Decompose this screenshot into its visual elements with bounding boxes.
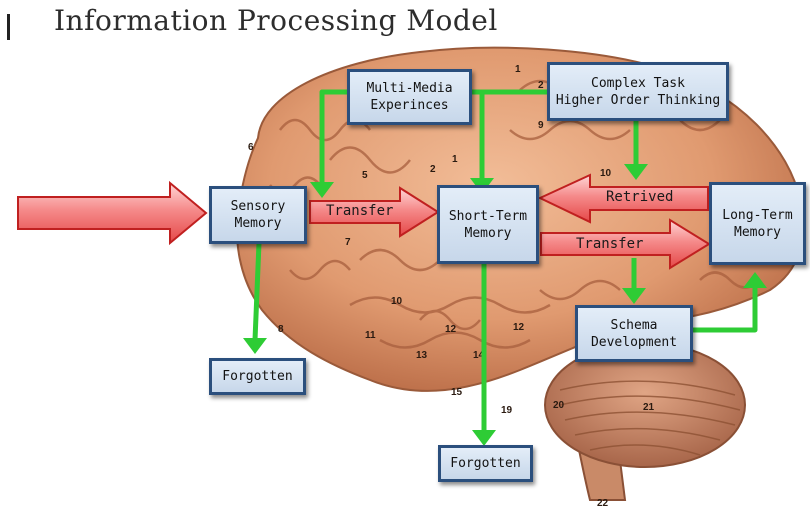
- transfer-label-1: Transfer: [326, 203, 394, 219]
- brain-region-number: 10: [600, 168, 612, 179]
- arrowhead: [624, 164, 648, 180]
- brain-region-numbers: 1 2 1 2 9 10 6 5 7 8 10 11 12 12 13 14 1…: [248, 64, 655, 509]
- brain-region-number: 12: [445, 324, 457, 335]
- brain-region-number: 9: [538, 120, 544, 131]
- brain-region-number: 2: [538, 80, 544, 91]
- schema-to-longterm-arrow: [693, 285, 758, 333]
- arrowhead: [743, 272, 767, 288]
- forgotten-node-left: Forgotten: [209, 358, 306, 395]
- brain-region-number: 13: [416, 350, 428, 361]
- page-title: Information Processing Model: [54, 4, 498, 37]
- sensory-memory-node: Sensory Memory: [209, 186, 307, 244]
- forgotten-node-center: Forgotten: [438, 445, 533, 482]
- transfer-arrow-2: [540, 218, 711, 270]
- transfer-label-2: Transfer: [576, 236, 644, 252]
- transfer-arrow-1: [309, 186, 440, 238]
- brain-region-number: 10: [391, 296, 403, 307]
- brain-region-number: 1: [452, 154, 458, 165]
- arrowhead: [472, 430, 496, 446]
- brain-region-number: 1: [515, 64, 521, 75]
- arrowhead: [310, 182, 334, 198]
- arrowhead: [243, 338, 267, 354]
- brain-region-number: 7: [345, 237, 351, 248]
- brain-region-number: 15: [451, 387, 463, 398]
- input-arrow: [17, 180, 208, 246]
- brain-region-number: 12: [513, 322, 525, 333]
- retrived-arrow: [537, 173, 709, 224]
- retrived-label: Retrived: [606, 189, 674, 205]
- multimedia-experiences-node: Multi-Media Experinces: [347, 69, 472, 125]
- arrowhead: [622, 288, 646, 304]
- schema-development-node: Schema Development: [575, 305, 693, 362]
- brain-region-number: 21: [643, 402, 655, 413]
- brain-region-number: 20: [553, 400, 565, 411]
- complex-task-node: Complex Task Higher Order Thinking: [547, 62, 729, 121]
- brain-region-number: 22: [597, 498, 609, 509]
- brain-region-number: 14: [473, 350, 485, 361]
- long-term-memory-node: Long-Term Memory: [709, 182, 806, 265]
- multimedia-to-sensory-arrow: [319, 89, 348, 186]
- brain-region-number: 8: [278, 324, 284, 335]
- brain-region-number: 5: [362, 170, 368, 181]
- title-edge-mark: [7, 14, 10, 40]
- brain-region-number: 19: [501, 405, 513, 416]
- short-term-memory-node: Short-Term Memory: [437, 185, 539, 264]
- brain-region-number: 11: [365, 330, 376, 341]
- brain-region-number: 2: [430, 164, 436, 175]
- sensory-to-forgotten-arrow: [252, 242, 262, 341]
- brain-region-number: 6: [248, 142, 254, 153]
